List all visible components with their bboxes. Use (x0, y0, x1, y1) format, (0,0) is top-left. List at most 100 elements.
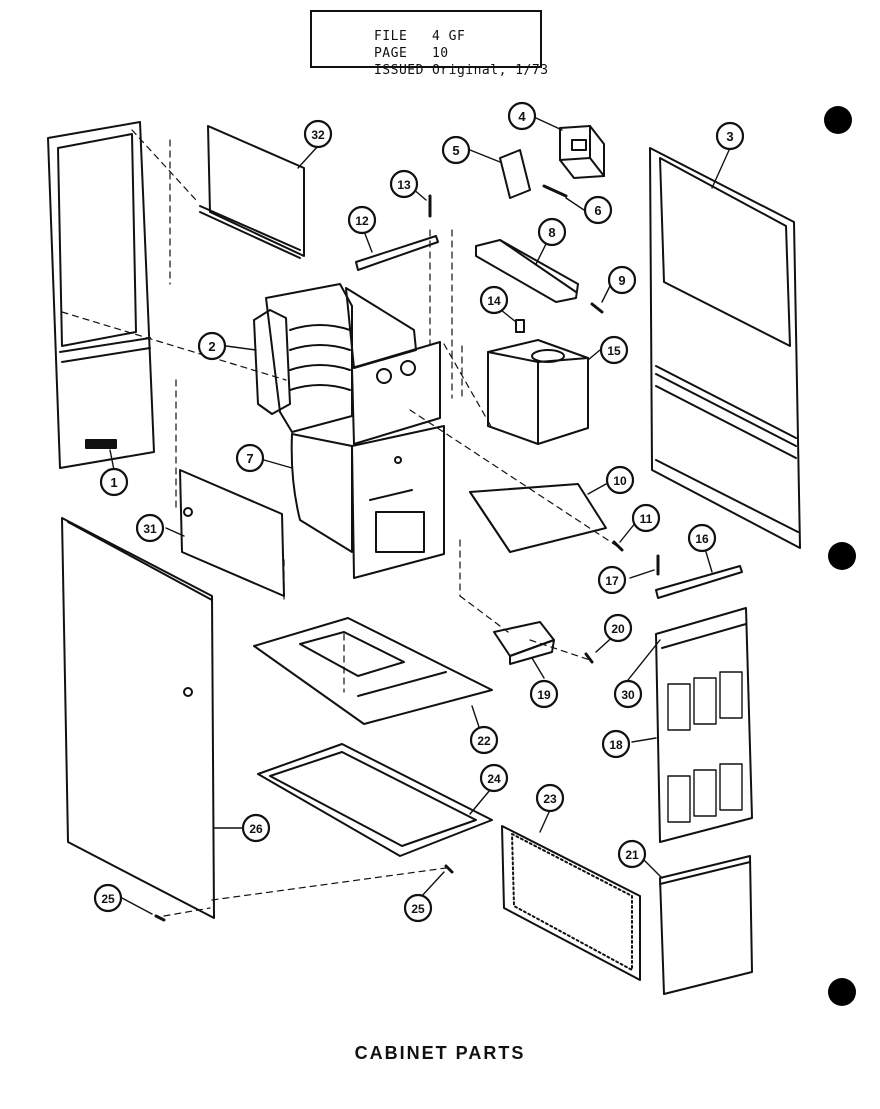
part-16-rail (655, 565, 743, 599)
callout-label: 8 (548, 225, 555, 240)
callout-c10: 10 (605, 465, 635, 495)
part-5-cover-plate (499, 149, 531, 199)
callout-label: 23 (543, 792, 557, 806)
part-20-screw (584, 652, 594, 664)
callout-circle (583, 195, 613, 225)
callout-c11: 11 (631, 503, 661, 533)
callout-circle (597, 565, 627, 595)
callout-circle (135, 513, 165, 543)
binder-hole-top (824, 106, 852, 134)
callout-numbers: 1234567891011121314151617181920212223242… (93, 101, 745, 923)
callout-circle (479, 763, 509, 793)
callout-c16: 16 (687, 523, 717, 553)
callout-c5: 5 (441, 135, 471, 165)
callout-c1: 1 (99, 467, 129, 497)
part-10-shelf (469, 483, 607, 553)
callout-label: 20 (611, 622, 625, 636)
callout-c8: 8 (537, 217, 567, 247)
part-4-junction-box (559, 125, 605, 179)
callout-circle (241, 813, 271, 843)
part-14-clip (515, 319, 525, 333)
callout-circle (529, 679, 559, 709)
callout-label: 16 (695, 532, 709, 546)
callout-c25b: 25 (403, 893, 433, 923)
callout-label: 11 (640, 512, 653, 526)
callout-label: 17 (605, 574, 619, 588)
callout-c20: 20 (603, 613, 633, 643)
callout-c7: 7 (235, 443, 265, 473)
callout-c31: 31 (135, 513, 165, 543)
callout-circle (93, 883, 123, 913)
header-issued-value: Original, 1/73 (431, 63, 549, 78)
callout-label: 19 (537, 688, 551, 702)
callout-label: 13 (397, 178, 411, 192)
part-15-blower-housing (487, 339, 589, 445)
callout-label: 12 (355, 214, 369, 228)
part-23-filter (501, 825, 641, 981)
callout-label: 10 (613, 474, 627, 488)
callout-label: 21 (625, 848, 639, 862)
part-6-screw (542, 184, 568, 198)
callout-circle (347, 205, 377, 235)
callout-circle (197, 331, 227, 361)
diagram-caption: CABINET PARTS (354, 1043, 526, 1063)
callout-circle (99, 467, 129, 497)
part-22-base-plate (253, 617, 493, 725)
callout-c26: 26 (241, 813, 271, 843)
callout-label: 26 (249, 822, 263, 836)
callout-circle (389, 169, 419, 199)
callout-label: 22 (477, 734, 491, 748)
callout-label: 25 (101, 892, 115, 906)
callout-label: 31 (143, 522, 157, 536)
callout-label: 24 (487, 772, 501, 786)
callout-label: 32 (311, 128, 325, 142)
callout-circle (535, 783, 565, 813)
callout-circle (235, 443, 265, 473)
assembly-guide-lines (61, 129, 621, 917)
callout-c24: 24 (479, 763, 509, 793)
callout-c3: 3 (715, 121, 745, 151)
callout-c18: 18 (601, 729, 631, 759)
callout-circle (715, 121, 745, 151)
callout-circle (303, 119, 333, 149)
callout-circle (613, 679, 643, 709)
part-8-bracket (475, 239, 579, 303)
callout-c30: 30 (613, 679, 643, 709)
part-9-screw (590, 302, 604, 314)
callout-c6: 6 (583, 195, 613, 225)
part-31-inner-panel (179, 469, 285, 597)
part-21-lower-door (659, 855, 753, 995)
callout-circle (469, 725, 499, 755)
part-25-screws (154, 864, 454, 922)
callout-circle (607, 265, 637, 295)
part-1-side-panel (47, 121, 155, 469)
header-page-label: PAGE (373, 46, 408, 61)
binder-hole-middle (828, 542, 856, 570)
callout-label: 14 (487, 294, 501, 308)
callout-label: 15 (607, 344, 621, 358)
callout-leaders (109, 117, 731, 915)
callout-c14: 14 (479, 285, 509, 315)
callout-circle (603, 613, 633, 643)
part-7-cabinet-assembly (290, 425, 445, 579)
callout-label: 6 (594, 203, 601, 218)
callout-label: 30 (621, 688, 635, 702)
callout-circle (403, 893, 433, 923)
callout-label: 7 (246, 451, 253, 466)
callout-c12: 12 (347, 205, 377, 235)
callout-label: 3 (726, 129, 733, 144)
part-2-heat-exchanger (253, 283, 441, 445)
part-12-rail (355, 235, 439, 271)
part-26-side-panel (61, 517, 215, 919)
callout-label: 25 (411, 902, 425, 916)
part-18-grille-panel (655, 607, 753, 843)
part-24-filter-rack (257, 743, 493, 857)
part-3-door-frame (649, 147, 801, 549)
header-file-label: FILE (373, 29, 408, 44)
callout-label: 1 (110, 475, 117, 490)
callout-c13: 13 (389, 169, 419, 199)
callout-circle (479, 285, 509, 315)
